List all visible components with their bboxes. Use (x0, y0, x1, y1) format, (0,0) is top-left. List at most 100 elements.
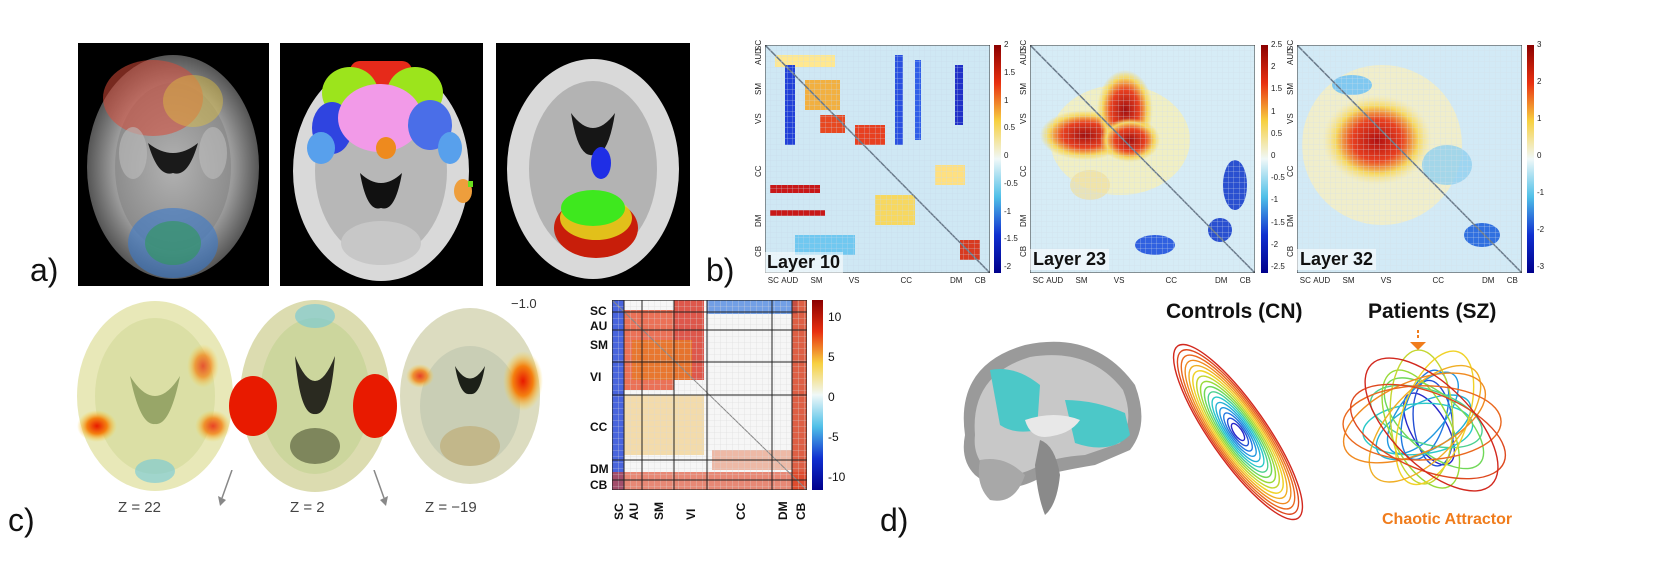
row-label: VS (1286, 113, 1295, 125)
col-label: VS (1380, 276, 1392, 285)
patients-ellipses (1340, 332, 1520, 512)
colorbar-tick: -10 (828, 470, 846, 484)
panel-a-brain-2 (280, 43, 483, 286)
colorbar-tick: -2.5 (1271, 262, 1285, 271)
col-label: VS (1113, 276, 1125, 285)
row-label: AUD (1019, 48, 1028, 66)
sagittal-brain (945, 325, 1150, 525)
row-label: CB (1286, 245, 1295, 257)
trajectory-ring (1203, 385, 1273, 479)
col-label: SC (1299, 276, 1311, 285)
panel-b-letter: b) (706, 252, 735, 288)
colorbar-tick: -0.5 (1004, 178, 1018, 188)
trajectory-ring (1199, 380, 1277, 484)
col-label: CB (1239, 276, 1251, 285)
trajectory-ring (1349, 383, 1507, 480)
panel-c-brain-slices (75, 296, 555, 496)
layer-10-title: Layer 10 (764, 252, 844, 273)
corner-value: −1.0 (511, 296, 537, 311)
colorbar-tick: -2 (1004, 262, 1012, 271)
dashed-arrow-down-icon (1410, 330, 1426, 350)
col-label: CC (1165, 276, 1178, 285)
trajectory-ring (1192, 370, 1284, 494)
fmri-slices-icon (77, 300, 543, 492)
col-label: AUD (1313, 276, 1331, 285)
colorbar-tick: 2 (1271, 62, 1276, 72)
trajectory-ring (1172, 343, 1304, 521)
col-label: DM (776, 501, 790, 520)
colorbar-tick: -1 (1004, 206, 1012, 216)
colorbar-tick: -3 (1537, 262, 1545, 271)
colorbar-tick: 1.5 (1271, 84, 1283, 94)
row-label: CC (1019, 165, 1028, 177)
colorbar-tick: 2.5 (1271, 40, 1283, 49)
col-label: AU (627, 502, 641, 520)
chaotic-attractor-label: Chaotic Attractor (1382, 511, 1513, 528)
trajectory-ring (1211, 396, 1265, 468)
row-label: SM (754, 82, 763, 95)
col-label: DM (1215, 276, 1228, 285)
col-label: SC (1032, 276, 1044, 285)
row-label: CB (1019, 245, 1028, 257)
sagittal-brain-icon (963, 341, 1142, 515)
row-label: SM (1286, 82, 1295, 95)
trajectory-ring (1180, 354, 1296, 510)
colorbar-tick: 0 (1004, 151, 1009, 160)
trajectory-ring (1342, 385, 1502, 461)
row-label: AUD (1286, 48, 1295, 66)
trajectory-ring (1389, 349, 1454, 485)
row-label: AU (590, 319, 608, 333)
attractor-arrow (1408, 330, 1428, 354)
trajectory-ring (1364, 357, 1499, 492)
colorbar-tick: -2 (1271, 239, 1279, 249)
panel-a-brain-3 (496, 43, 690, 286)
col-label: DM (950, 276, 963, 285)
col-label: CB (974, 276, 986, 285)
layer-10-matrix (764, 44, 991, 274)
colorbar-tick: 2 (1537, 77, 1542, 86)
row-label: VS (1019, 113, 1028, 125)
chaotic-attractor-icon (1342, 349, 1507, 492)
colorbar-tick: 1 (1004, 95, 1009, 105)
trajectory-ring (1184, 359, 1292, 505)
trajectory-ring (1176, 349, 1300, 515)
slice-label-1: Z = 22 (118, 499, 161, 516)
trajectory-ring (1362, 402, 1474, 456)
trajectory-ring (1368, 364, 1482, 483)
slice-arrow-2 (373, 470, 388, 506)
colorbar-tick: 1.5 (1004, 67, 1016, 77)
layer-23-title: Layer 23 (1030, 249, 1110, 270)
layer-23-matrix (1029, 44, 1256, 274)
colorbar-tick: -0.5 (1271, 173, 1285, 183)
colorbar-tick: 1 (1537, 114, 1542, 123)
col-label: CB (1506, 276, 1518, 285)
colorbar-tick: 0.5 (1271, 128, 1283, 138)
colorbar-tick: 5 (828, 350, 835, 364)
axial-brain-icon (87, 55, 259, 279)
connectivity-matrix-icon (1296, 44, 1523, 274)
row-label: DM (590, 462, 609, 476)
col-label: SM (1075, 276, 1088, 285)
connectivity-matrix-icon (1029, 44, 1256, 274)
col-label: SC (767, 276, 779, 285)
col-label: SM (810, 276, 823, 285)
row-label: SM (590, 338, 608, 352)
layer-10-colorbar (994, 45, 1001, 273)
layer-23-colorbar (1261, 45, 1268, 273)
row-label: CC (1286, 165, 1295, 177)
slice-label-3: Z = −19 (425, 499, 477, 516)
colorbar-tick: 1 (1271, 106, 1276, 116)
stable-attractor-icon (1172, 343, 1304, 521)
row-label: CB (754, 245, 763, 257)
trajectory-ring (1386, 371, 1460, 455)
slice-arrow-1 (218, 470, 233, 506)
row-label: CC (590, 420, 608, 434)
arrow-down-icon (373, 470, 388, 506)
colorbar-tick: -1 (1271, 195, 1279, 205)
colorbar-tick: -2 (1537, 225, 1545, 234)
col-label: SC (612, 503, 626, 520)
panel-d-letter: d) (880, 502, 909, 538)
trajectory-ring (1230, 422, 1246, 442)
col-label: AUD (1046, 276, 1064, 285)
trajectory-ring (1383, 377, 1485, 470)
